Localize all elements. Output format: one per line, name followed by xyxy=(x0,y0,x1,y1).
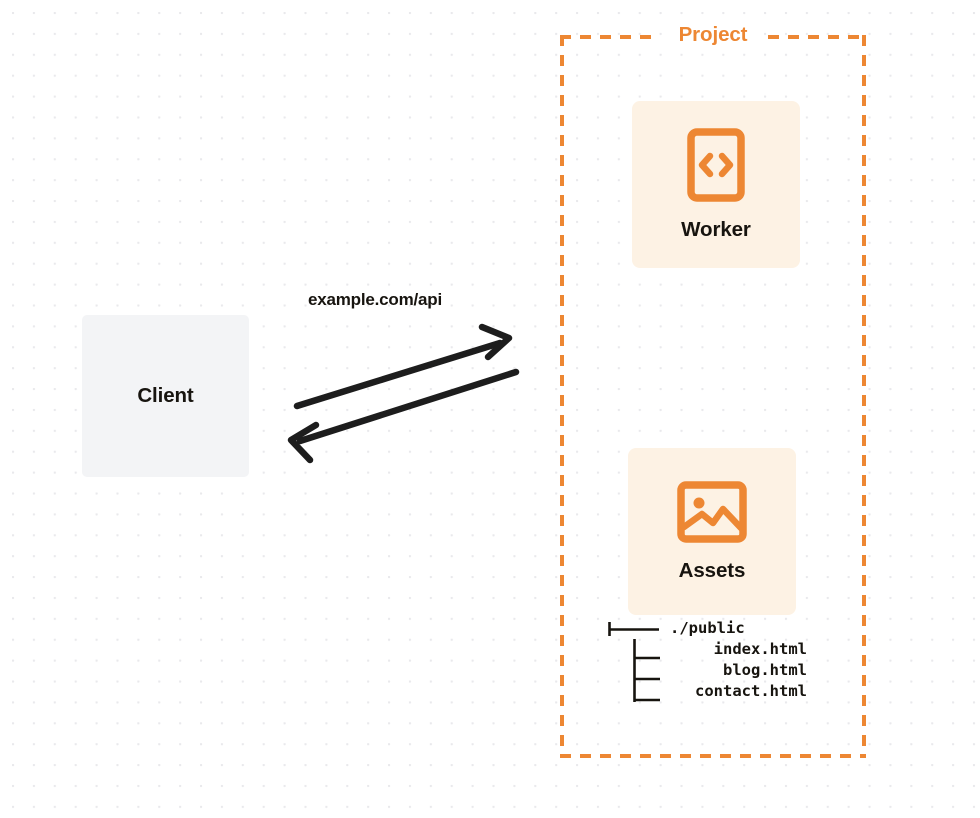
tree-branch-icon xyxy=(633,660,660,681)
tree-row-file: blog.html xyxy=(607,660,807,681)
tree-file-label: blog.html xyxy=(723,661,807,679)
project-border-left xyxy=(560,35,564,758)
service-label-worker: Worker xyxy=(681,217,751,241)
project-container: Project Worker Assets xyxy=(560,23,866,758)
service-card-assets[interactable]: Assets xyxy=(628,448,796,615)
tree-branch-icon xyxy=(608,622,659,636)
service-card-worker[interactable]: Worker xyxy=(632,101,800,268)
request-arrow xyxy=(293,323,513,410)
client-node[interactable]: Client xyxy=(82,315,249,477)
service-label-assets: Assets xyxy=(678,558,746,582)
code-brackets-icon xyxy=(687,127,745,207)
tree-row-root: ./public xyxy=(607,618,807,639)
project-border-top-right xyxy=(768,35,866,39)
tree-branch-icon xyxy=(633,681,660,702)
connection-label: example.com/api xyxy=(308,290,443,309)
tree-row-file: index.html xyxy=(607,639,807,660)
project-border-right xyxy=(862,35,866,758)
tree-branch-icon xyxy=(633,639,660,660)
project-border-top-left xyxy=(560,35,658,39)
tree-file-label: index.html xyxy=(713,640,807,658)
project-title: Project xyxy=(672,23,754,47)
response-arrow xyxy=(287,368,520,464)
project-border-bottom xyxy=(560,754,866,758)
tree-row-file: contact.html xyxy=(607,681,807,702)
image-icon xyxy=(677,480,747,548)
tree-root-label: ./public xyxy=(670,619,745,637)
tree-file-label: contact.html xyxy=(695,682,807,700)
client-label: Client xyxy=(137,384,194,407)
assets-file-tree: ./public index.html blog.html contact.ht… xyxy=(607,618,807,702)
